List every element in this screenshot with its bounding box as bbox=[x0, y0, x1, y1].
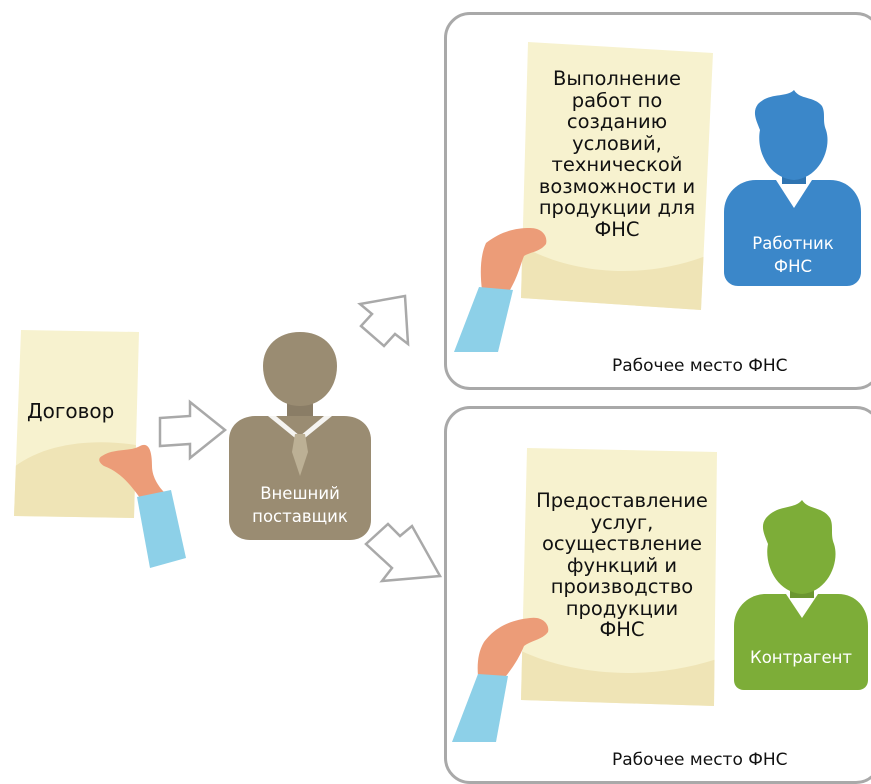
doc-line: созданию bbox=[566, 110, 668, 133]
doc-line: ФНС bbox=[599, 618, 645, 641]
supplier-label: Внешний поставщик bbox=[229, 482, 371, 528]
arrow-icon bbox=[158, 399, 228, 461]
supplier-person-icon bbox=[229, 332, 371, 540]
contractor-label: Контрагент bbox=[736, 646, 866, 669]
bottom-hand-icon bbox=[452, 617, 549, 742]
top-hand-icon bbox=[454, 228, 547, 352]
doc-line: возможности и bbox=[538, 174, 696, 198]
employee-label-line2: ФНС bbox=[773, 257, 813, 276]
contractor-person-icon bbox=[734, 500, 868, 690]
employee-person-icon bbox=[724, 90, 861, 286]
workplace-bottom-frame bbox=[444, 406, 871, 784]
bottom-document-icon bbox=[521, 448, 717, 706]
bottom-document-text: Предоставление услуг, осуществление функ… bbox=[530, 490, 714, 641]
employee-label-line1: Работник bbox=[752, 234, 834, 253]
doc-line: технической bbox=[551, 153, 683, 176]
doc-line: Выполнение bbox=[552, 67, 682, 90]
contract-document-icon bbox=[14, 330, 139, 518]
workplace-top-frame bbox=[444, 12, 871, 390]
employee-label: Работник ФНС bbox=[732, 232, 854, 278]
doc-line: продукции для bbox=[538, 196, 696, 219]
doc-line: работ по bbox=[571, 88, 663, 112]
doc-line: Предоставление bbox=[536, 489, 708, 512]
doc-line: ФНС bbox=[594, 217, 640, 241]
arrow-icon bbox=[364, 522, 443, 583]
contract-label: Договор bbox=[27, 399, 115, 423]
workplace-bottom-label: Рабочее место ФНС bbox=[612, 750, 788, 770]
arrow-icon bbox=[357, 294, 410, 348]
supplier-label-line1: Внешний bbox=[260, 484, 340, 503]
top-document-icon bbox=[521, 42, 713, 310]
top-document-text: Выполнение работ по созданию условий, те… bbox=[532, 68, 702, 240]
doc-line: продукции bbox=[565, 596, 679, 620]
supplier-label-line2: поставщик bbox=[252, 507, 348, 526]
workplace-top-label: Рабочее место ФНС bbox=[612, 356, 788, 376]
contract-hand-icon bbox=[99, 444, 186, 568]
doc-line: осуществление bbox=[541, 532, 702, 555]
doc-line: условий, bbox=[572, 131, 662, 155]
doc-line: производство bbox=[550, 575, 694, 598]
doc-line: услуг, bbox=[590, 510, 654, 534]
doc-line: функций и bbox=[566, 553, 678, 577]
contractor-label-line1: Контрагент bbox=[749, 648, 852, 667]
